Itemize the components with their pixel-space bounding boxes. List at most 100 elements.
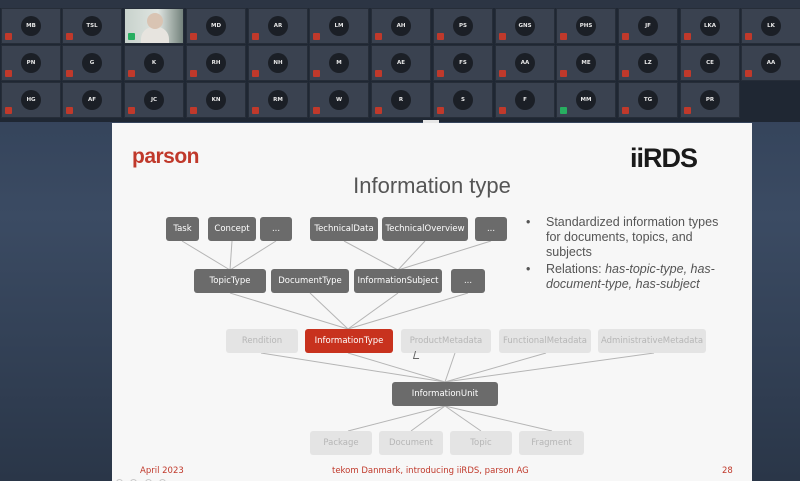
- participant-tile[interactable]: PHS: [556, 8, 616, 44]
- participant-tile[interactable]: PN: [1, 45, 61, 81]
- connector: [181, 240, 231, 271]
- participant-tile[interactable]: MD: [186, 8, 246, 44]
- participant-tile[interactable]: LM: [309, 8, 369, 44]
- participant-tile[interactable]: HG: [1, 82, 61, 118]
- mic-muted-icon: [745, 70, 752, 77]
- participant-tile[interactable]: RM: [248, 82, 308, 118]
- participant-initials: K: [144, 53, 164, 73]
- participant-tile[interactable]: GNS: [495, 8, 555, 44]
- participant-tile[interactable]: ME: [556, 45, 616, 81]
- participant-tile[interactable]: PS: [433, 8, 493, 44]
- nav-prev-icon[interactable]: [116, 479, 123, 481]
- participant-tile[interactable]: PR: [680, 82, 740, 118]
- mic-muted-icon: [375, 33, 382, 40]
- participant-tile[interactable]: AF: [62, 82, 122, 118]
- mic-muted-icon: [437, 33, 444, 40]
- participant-tile[interactable]: NH: [248, 45, 308, 81]
- connector: [260, 352, 446, 383]
- mic-muted-icon: [622, 33, 629, 40]
- participant-tile[interactable]: MM: [556, 82, 616, 118]
- participant-initials: MB: [21, 16, 41, 36]
- participant-initials: MM: [576, 90, 596, 110]
- participant-tile[interactable]: M: [309, 45, 369, 81]
- mic-muted-icon: [128, 70, 135, 77]
- diagram-box-technicaldata: TechnicalData: [310, 217, 378, 241]
- participant-tile[interactable]: AH: [371, 8, 431, 44]
- participant-tile[interactable]: FS: [433, 45, 493, 81]
- diagram-box-technicaloverview: TechnicalOverview: [382, 217, 468, 241]
- participant-initials: PR: [700, 90, 720, 110]
- participant-tile[interactable]: RH: [186, 45, 246, 81]
- mic-muted-icon: [313, 33, 320, 40]
- participant-tile[interactable]: AA: [495, 45, 555, 81]
- nav-pen-icon[interactable]: [144, 479, 152, 481]
- participant-initials: ME: [576, 53, 596, 73]
- participant-tile[interactable]: MB: [1, 8, 61, 44]
- diagram-box-package: Package: [310, 431, 372, 455]
- participant-initials: M: [329, 53, 349, 73]
- participant-initials: S: [453, 90, 473, 110]
- footer-date: April 2023: [140, 466, 184, 476]
- participant-tile[interactable]: CE: [680, 45, 740, 81]
- diagram-box-rendition: Rendition: [226, 329, 298, 353]
- participant-initials: AA: [515, 53, 535, 73]
- connector: [410, 405, 446, 432]
- slide-title: Information type: [353, 173, 511, 198]
- mic-muted-icon: [66, 107, 73, 114]
- connector: [309, 292, 349, 330]
- connector: [347, 352, 446, 383]
- participant-initials: AH: [391, 16, 411, 36]
- connector: [444, 405, 482, 432]
- participant-tile[interactable]: TG: [618, 82, 678, 118]
- slide-navigation-controls[interactable]: [116, 473, 169, 481]
- participant-video-tile[interactable]: [124, 8, 184, 44]
- participant-tile[interactable]: AE: [371, 45, 431, 81]
- participant-tile[interactable]: LK: [741, 8, 800, 44]
- connector: [229, 240, 277, 271]
- mic-muted-icon: [560, 33, 567, 40]
- participant-tile[interactable]: S: [433, 82, 493, 118]
- bullet-text: Standardized information types for docum…: [546, 215, 719, 259]
- participant-initials: R: [391, 90, 411, 110]
- parson-logo: parson: [132, 145, 200, 168]
- participant-initials: JC: [144, 90, 164, 110]
- gallery-resize-handle[interactable]: [423, 120, 439, 123]
- participant-tile[interactable]: TSL: [62, 8, 122, 44]
- diagram-box-administrativemetadata: AdministrativeMetadata: [598, 329, 706, 353]
- connector: [444, 405, 553, 432]
- participant-initials: PS: [453, 16, 473, 36]
- participant-tile[interactable]: JC: [124, 82, 184, 118]
- bullet-item: Relations: has-topic-type, has-document-…: [524, 262, 734, 292]
- participant-tile[interactable]: F: [495, 82, 555, 118]
- mic-muted-icon: [560, 70, 567, 77]
- participant-tile[interactable]: K: [124, 45, 184, 81]
- participant-tile[interactable]: W: [309, 82, 369, 118]
- diagram-box-informationunit: InformationUnit: [392, 382, 498, 406]
- video-person-body: [141, 27, 169, 43]
- connector: [397, 240, 492, 271]
- diagram-box-fragment: Fragment: [519, 431, 584, 455]
- participant-tile[interactable]: LKA: [680, 8, 740, 44]
- diagram-box-functionalmetadata: FunctionalMetadata: [499, 329, 591, 353]
- mic-muted-icon: [5, 70, 12, 77]
- participant-tile[interactable]: AA: [741, 45, 800, 81]
- footer-center-text: tekom Danmark, introducing iiRDS, parson…: [332, 466, 529, 476]
- connector: [397, 240, 426, 271]
- participant-tile[interactable]: R: [371, 82, 431, 118]
- diagram-box-ellipsis: ...: [451, 269, 485, 293]
- diagram-box-informationtype: InformationType: [305, 329, 393, 353]
- participant-tile[interactable]: AR: [248, 8, 308, 44]
- diagram-box-task: Task: [166, 217, 199, 241]
- participant-tile[interactable]: LZ: [618, 45, 678, 81]
- mic-muted-icon: [437, 107, 444, 114]
- participant-tile[interactable]: G: [62, 45, 122, 81]
- connector: [444, 352, 655, 383]
- mic-muted-icon: [622, 107, 629, 114]
- participant-tile[interactable]: KN: [186, 82, 246, 118]
- mic-muted-icon: [252, 70, 259, 77]
- connector: [347, 405, 446, 432]
- mic-muted-icon: [190, 70, 197, 77]
- participant-tile[interactable]: JF: [618, 8, 678, 44]
- mic-on-icon: [128, 33, 135, 40]
- participant-initials: LM: [329, 16, 349, 36]
